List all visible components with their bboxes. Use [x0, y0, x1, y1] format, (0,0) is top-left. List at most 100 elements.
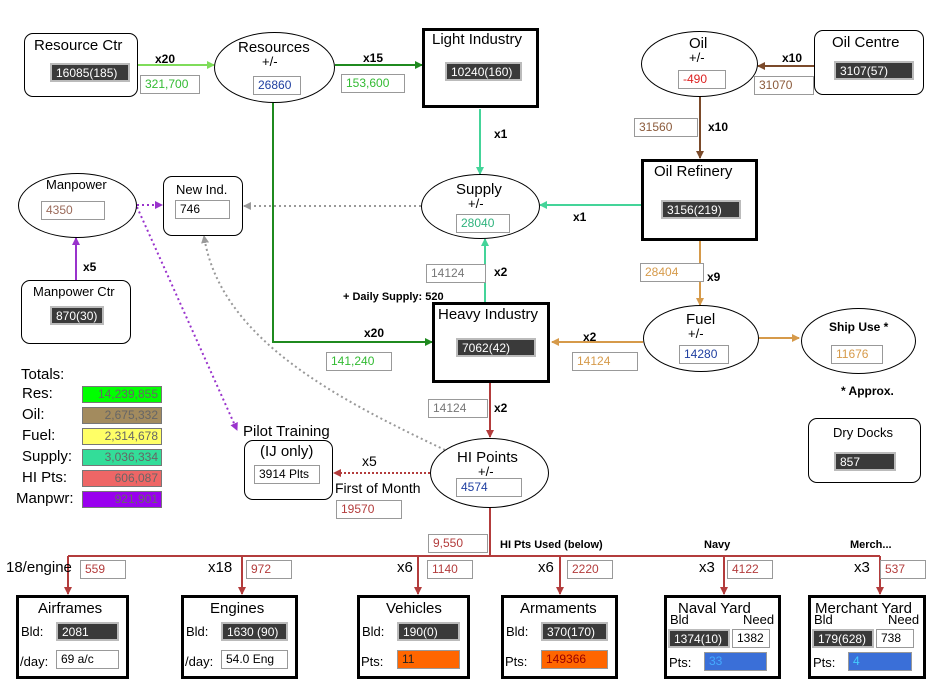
merchant-cost: 537: [880, 560, 926, 579]
airframes-title: Airframes: [38, 600, 103, 617]
oil-refinery-fuel-flow: 28404: [640, 263, 704, 282]
hi-pts-used-label: HI Pts Used (below): [500, 539, 603, 551]
armaments-bld-value: 370(170): [541, 622, 608, 641]
oil-refinery-value: 3156(219): [661, 200, 741, 219]
merchant-bld-label: Bld: [814, 612, 833, 627]
manpower-title: Manpower: [46, 177, 107, 192]
vehicles-row2-value: 11: [397, 650, 460, 669]
pilot-training-title: Pilot Training: [243, 423, 330, 440]
new-ind-value: 746: [175, 200, 230, 219]
totals-value: 606,087: [82, 470, 162, 487]
arrow-hipoints-newind: [201, 235, 446, 451]
oil-title: Oil: [689, 35, 708, 52]
oil-refinery-fuel-mult: x9: [707, 270, 721, 284]
manpower-ctr-value: 870(30): [50, 306, 104, 325]
totals-label: Manpwr:: [16, 490, 74, 507]
engines-mult: x18: [208, 559, 233, 576]
resources-title: Resources: [238, 39, 310, 56]
supply-title: Supply: [456, 181, 502, 198]
hi-points-sub: +/-: [478, 464, 494, 479]
merch-label: Merch...: [850, 539, 892, 551]
engines-row2-label: /day:: [185, 654, 214, 669]
resources-flow: 153,600: [341, 74, 405, 93]
light-industry-title: Light Industry: [432, 31, 523, 48]
merchant-bld-value: 179(628): [812, 629, 874, 648]
manpower-ctr-mult: x5: [83, 260, 97, 274]
ship-use-title: Ship Use *: [829, 320, 889, 334]
resource-ctr-value: 16085(185): [50, 63, 130, 82]
engines-bld-value: 1630 (90): [221, 622, 288, 641]
vehicles-bld-label: Bld:: [362, 624, 385, 639]
oil-value: -490: [678, 70, 726, 89]
totals-title: Totals:: [21, 366, 65, 383]
engines-row2-value: 54.0 Eng: [221, 650, 288, 669]
naval-row2-value: 33: [704, 652, 767, 671]
resources-mult: x15: [363, 51, 384, 65]
oil-refinery-title: Oil Refinery: [654, 163, 733, 180]
totals-label: HI Pts:: [22, 469, 68, 486]
resources-mult2: x20: [364, 326, 385, 340]
resources-flow2: 141,240: [326, 352, 392, 371]
heavy-industry-hi-mult: x2: [494, 401, 508, 415]
ship-use-value: 11676: [831, 345, 883, 364]
armaments-title: Armaments: [520, 600, 597, 617]
fuel-sub: +/-: [688, 326, 704, 341]
totals-label: Fuel:: [22, 427, 56, 444]
totals-value: 14,239,855: [82, 386, 162, 403]
dry-docks-value: 857: [834, 452, 896, 471]
hi-pilot-mult: x5: [362, 453, 377, 469]
supply-value: 28040: [456, 214, 510, 233]
totals-value: 2,675,332: [82, 407, 162, 424]
naval-need-label: Need: [743, 612, 775, 627]
resource-ctr-flow: 321,700: [140, 75, 200, 94]
daily-supply-label: + Daily Supply: 520: [343, 291, 444, 303]
engines-bld-label: Bld:: [186, 624, 209, 639]
oil-refinery-in-flow: 31560: [634, 118, 698, 137]
dry-docks-title: Dry Docks: [833, 425, 893, 440]
dry-docks-node: [808, 418, 921, 483]
vehicles-row2-label: Pts:: [361, 654, 384, 669]
totals-label: Supply:: [22, 448, 73, 465]
merchant-need-value: 738: [876, 629, 914, 648]
oil-refinery-supply-mult: x1: [573, 210, 587, 224]
hi-points-title: HI Points: [457, 449, 518, 466]
naval-row2-label: Pts:: [669, 655, 692, 670]
airframes-row2-value: 69 a/c: [56, 650, 119, 669]
oil-centre-flow: 31070: [754, 76, 814, 95]
vehicles-cost: 1140: [427, 560, 473, 579]
supply-hi-mult: x2: [494, 265, 508, 279]
pilot-training-sub: (IJ only): [260, 443, 314, 460]
heavy-industry-title: Heavy Industry: [438, 306, 539, 323]
naval-title: Naval Yard: [678, 600, 751, 617]
merchant-row2-label: Pts:: [813, 655, 836, 670]
vehicles-bld-value: 190(0): [397, 622, 460, 641]
naval-cost: 4122: [727, 560, 773, 579]
resource-ctr-title: Resource Ctr: [34, 37, 123, 54]
manpower-value: 4350: [41, 201, 105, 220]
totals-value: 2,314,678: [82, 428, 162, 445]
vehicles-mult: x6: [397, 559, 413, 576]
new-ind-title: New Ind.: [176, 182, 228, 197]
oil-centre-title: Oil Centre: [832, 34, 900, 51]
naval-bld-value: 1374(10): [668, 629, 730, 648]
naval-mult: x3: [699, 559, 715, 576]
naval-bld-label: Bld: [670, 612, 689, 627]
airframes-cost: 559: [80, 560, 126, 579]
arrow-manpower-pilot: [136, 206, 238, 431]
armaments-cost: 2220: [567, 560, 613, 579]
resource-ctr-mult: x20: [155, 52, 176, 66]
engines-title: Engines: [210, 600, 265, 617]
merchant-need-label: Need: [888, 612, 920, 627]
manpower-ctr-title: Manpower Ctr: [33, 284, 115, 299]
resources-value: 26860: [253, 76, 301, 95]
arrow-resources-heavyind: [272, 103, 433, 346]
fuel-title: Fuel: [686, 311, 716, 328]
airframes-bld-value: 2081: [56, 622, 119, 641]
oil-centre-value: 3107(57): [834, 61, 914, 80]
merchant-title: Merchant Yard: [815, 600, 912, 617]
light-industry-mult: x1: [494, 127, 508, 141]
totals-label: Oil:: [22, 406, 45, 423]
naval-need-value: 1382: [732, 629, 770, 648]
first-of-month-value: 19570: [336, 500, 402, 519]
ship-use-node: [801, 308, 916, 374]
